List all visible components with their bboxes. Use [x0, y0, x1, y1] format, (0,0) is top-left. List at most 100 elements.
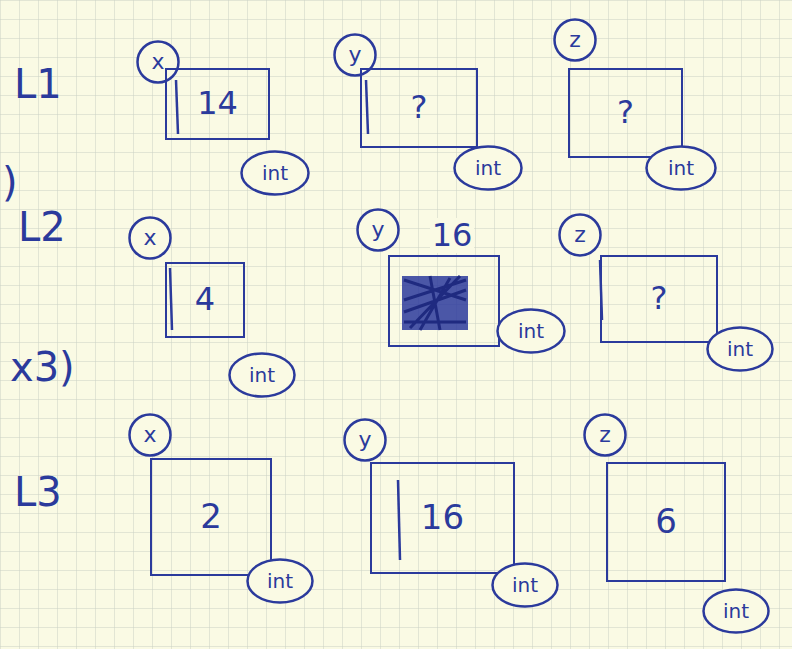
text-holder: int [706, 326, 774, 372]
ellipse-shape [130, 218, 171, 259]
type-ellipse: int [240, 150, 310, 196]
value-box: 4 [165, 262, 245, 338]
text-holder: int [496, 308, 566, 354]
shape-label: int [267, 570, 293, 592]
ellipse-shape [138, 42, 179, 83]
shape-label: y [358, 428, 371, 452]
value-box: ? [568, 68, 683, 158]
box-value: 14 [197, 86, 238, 121]
text-holder: z [553, 18, 597, 62]
shape-label: int [518, 320, 544, 342]
text-holder: ? [602, 257, 716, 341]
text-holder: int [453, 145, 523, 191]
shape-label: int [475, 157, 501, 179]
value-box: 6 [606, 462, 726, 582]
value-box: 16 [370, 462, 515, 574]
ellipse-shape [242, 152, 309, 195]
shape-label: int [727, 338, 753, 360]
variable-circle: x [136, 40, 180, 84]
row-label: ) [2, 160, 18, 204]
text-holder: ? [570, 70, 681, 156]
box-heading: 16 [430, 218, 475, 253]
ellipse-shape [560, 215, 601, 256]
shape-label: int [262, 162, 288, 184]
value-box: ? [600, 255, 718, 343]
text-holder: int [228, 352, 296, 398]
text-holder: z [558, 213, 602, 257]
variable-circle: x [128, 413, 172, 457]
type-ellipse: int [496, 308, 566, 354]
ellipse-shape [647, 147, 716, 190]
ellipse-shape [345, 420, 386, 461]
type-ellipse: int [491, 562, 559, 608]
text-holder: 16 [372, 464, 513, 572]
type-ellipse: int [645, 145, 717, 191]
value-box: 16 [388, 255, 500, 347]
pen-strokes [170, 80, 602, 560]
row-label: L1 [14, 62, 62, 106]
text-holder [390, 257, 498, 345]
value-box: 14 [165, 68, 270, 140]
ellipse-shape [248, 560, 313, 603]
shape-label: z [569, 28, 581, 52]
value-box: ? [360, 68, 478, 148]
text-holder: x [136, 40, 180, 84]
shape-label: y [348, 43, 361, 67]
type-ellipse: int [706, 326, 774, 372]
shape-label: int [723, 600, 749, 622]
shape-label: int [668, 157, 694, 179]
ellipse-shape [230, 354, 295, 397]
text-holder: 4 [167, 264, 243, 336]
variable-circle: z [583, 413, 627, 457]
box-value: ? [411, 90, 428, 125]
row-label: L3 [14, 470, 62, 514]
text-holder: int [491, 562, 559, 608]
box-value: ? [651, 281, 668, 316]
shape-label: z [599, 423, 611, 447]
box-value: 4 [195, 282, 215, 317]
row-label: L2 [18, 205, 66, 249]
shape-label: int [249, 364, 275, 386]
text-holder: y [356, 208, 400, 252]
text-holder: x [128, 216, 172, 260]
shape-label: y [371, 218, 384, 242]
variable-circle: x [128, 216, 172, 260]
shape-label: x [143, 423, 156, 447]
text-holder: 6 [608, 464, 724, 580]
variable-circle: z [553, 18, 597, 62]
ellipse-shape [498, 310, 565, 353]
text-holder: ? [362, 70, 476, 146]
variable-circle: y [356, 208, 400, 252]
ellipse-shape [493, 564, 558, 607]
text-holder: int [702, 588, 770, 634]
text-holder: 2 [152, 460, 270, 574]
ellipse-shape [708, 328, 773, 371]
variable-circle: y [333, 33, 377, 77]
shape-label: x [143, 226, 156, 250]
ellipse-shape [704, 590, 769, 633]
shape-label: int [512, 574, 538, 596]
text-holder: y [343, 418, 387, 462]
shape-label: x [151, 50, 164, 74]
type-ellipse: int [246, 558, 314, 604]
text-holder: z [583, 413, 627, 457]
text-holder: int [240, 150, 310, 196]
row-label: x3) [10, 345, 75, 389]
type-ellipse: int [228, 352, 296, 398]
ellipse-shape [455, 147, 522, 190]
shape-label: z [574, 223, 586, 247]
text-holder: y [333, 33, 377, 77]
box-value: 6 [655, 503, 677, 540]
variable-circle: z [558, 213, 602, 257]
type-ellipse: int [702, 588, 770, 634]
ellipse-shape [130, 415, 171, 456]
type-ellipse: int [453, 145, 523, 191]
text-holder: int [246, 558, 314, 604]
ellipse-shape [358, 210, 399, 251]
variable-circle: y [343, 418, 387, 462]
text-holder: int [645, 145, 717, 191]
value-box: 2 [150, 458, 272, 576]
text-holder: x [128, 413, 172, 457]
